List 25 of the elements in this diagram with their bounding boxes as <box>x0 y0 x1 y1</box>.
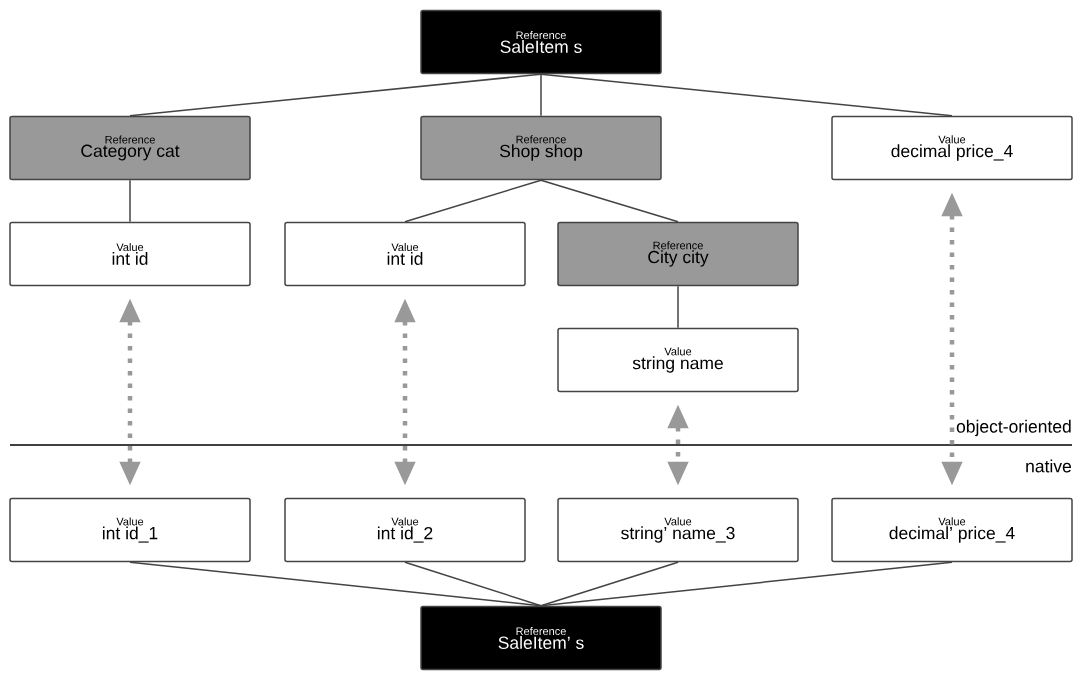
connector-line <box>129 73 542 117</box>
value-box: Value int id_2 <box>284 497 526 563</box>
connector-line <box>540 73 953 117</box>
reference-box: Reference Category cat <box>9 115 251 181</box>
connector-line <box>404 179 542 223</box>
value-box: Value int id <box>284 221 526 287</box>
value-box: Value string name <box>557 327 799 393</box>
connector-line <box>540 73 542 117</box>
value-box: Value decimal’ price_4 <box>831 497 1073 563</box>
connector-line <box>540 561 679 607</box>
connector-line <box>404 561 542 607</box>
value-box: Value decimal price_4 <box>831 115 1073 181</box>
region-label: native <box>1026 459 1071 473</box>
connector-line <box>540 561 953 607</box>
connector-line <box>677 285 679 329</box>
value-box: Value int id <box>9 221 251 287</box>
reference-box: Reference City city <box>557 221 799 287</box>
value-box: Value string’ name_3 <box>557 497 799 563</box>
reference-box: Reference Shop shop <box>420 115 662 181</box>
reference-box: Reference SaleItem s <box>420 9 662 75</box>
region-label: object-oriented <box>956 419 1071 437</box>
connector-line <box>129 179 131 223</box>
reference-box: Reference SaleItem’ s <box>420 605 662 671</box>
connector-line <box>540 179 679 223</box>
value-box: Value int id_1 <box>9 497 251 563</box>
